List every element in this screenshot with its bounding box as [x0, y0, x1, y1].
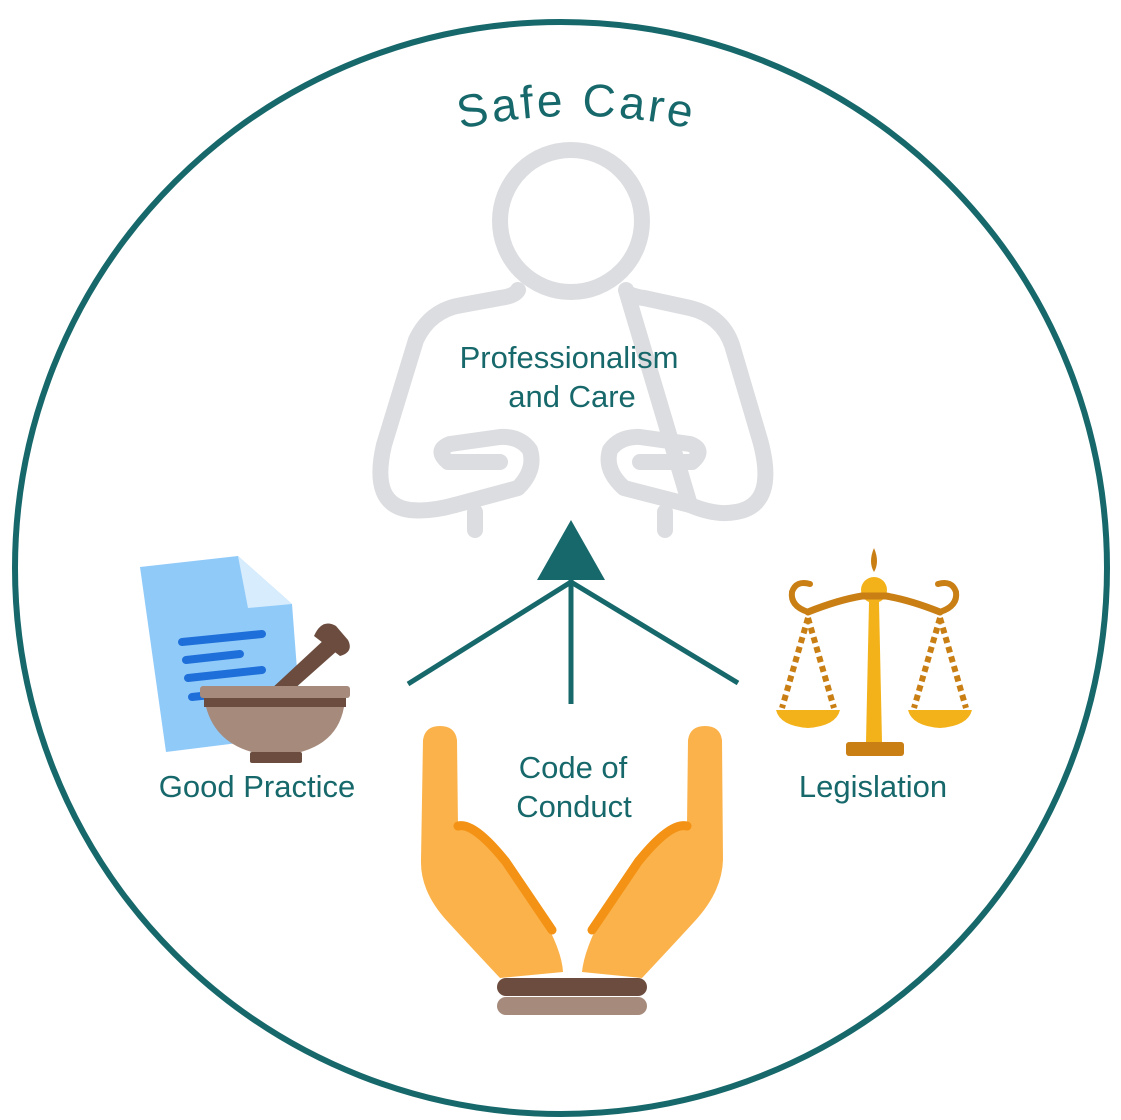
center-line-1: Professionalism	[460, 340, 679, 375]
outer-circle	[12, 19, 1110, 1117]
good-practice-label: Good Practice	[159, 769, 355, 804]
scales-of-justice-icon	[776, 548, 972, 756]
open-hands-icon	[420, 726, 723, 1015]
person-outline-icon	[372, 142, 774, 538]
arrow-head	[537, 520, 605, 580]
convergence-arrows	[406, 575, 740, 704]
diagram-title-path: Safe Care	[452, 74, 698, 139]
code-of-conduct-line-1: Code of	[519, 750, 628, 785]
legislation-label: Legislation	[799, 769, 947, 804]
document-mortar-pestle-icon	[140, 556, 350, 763]
diagram-title: Safe Care	[452, 74, 701, 139]
center-line-2: and Care	[508, 379, 636, 414]
code-of-conduct-line-2: Conduct	[516, 789, 632, 824]
